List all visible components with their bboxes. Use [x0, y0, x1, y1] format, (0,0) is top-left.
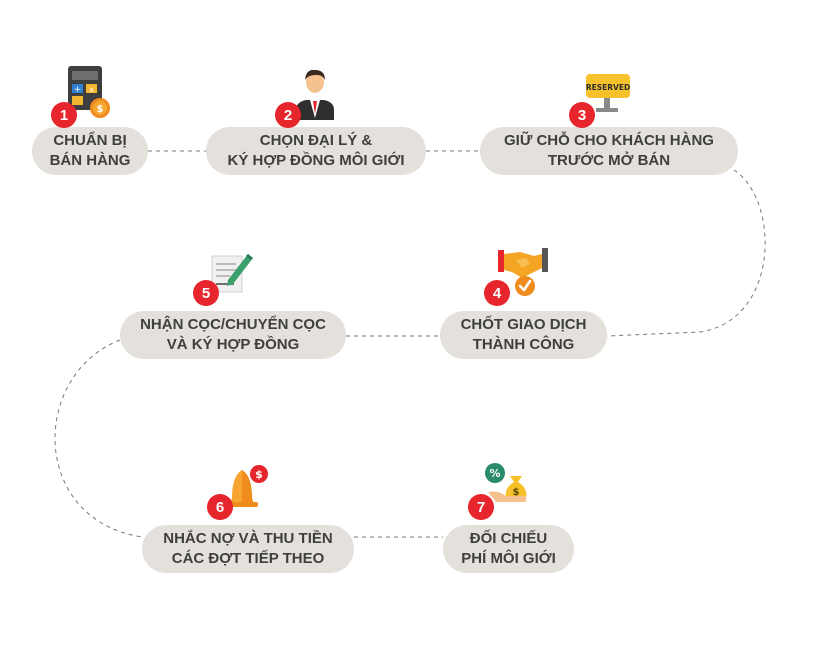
step-2-number-badge: 2 — [275, 102, 301, 128]
step-4-line-1: CHỐT GIAO DỊCH — [460, 316, 587, 333]
step-5-label: NHẬN CỌC/CHUYỂN CỌC VÀ KÝ HỢP ĐỒNG — [120, 311, 346, 359]
svg-text:$: $ — [255, 468, 263, 481]
step-7-label: ĐỐI CHIẾU PHÍ MÔI GIỚI — [443, 525, 574, 573]
step-6-number-badge: 6 — [207, 494, 233, 520]
reserved-sign-icon: RESERVED — [584, 72, 632, 116]
step-4-label: CHỐT GIAO DỊCH THÀNH CÔNG — [440, 311, 607, 359]
step-1-label: CHUẨN BỊ BÁN HÀNG — [32, 127, 148, 175]
step-4-number-badge: 4 — [484, 280, 510, 306]
step-3-label: GIỮ CHỖ CHO KHÁCH HÀNG TRƯỚC MỞ BÁN — [480, 127, 738, 175]
step-2-line-1: CHỌN ĐẠI LÝ & — [259, 132, 373, 149]
step-3-number-badge: 3 — [569, 102, 595, 128]
step-1-line-2: BÁN HÀNG — [49, 152, 131, 169]
bell-dollar-icon: $ — [224, 462, 272, 512]
calculator-coin-icon: + x $ — [64, 66, 116, 118]
svg-text:+: + — [74, 85, 82, 95]
step-5-line-2: VÀ KÝ HỢP ĐỒNG — [166, 336, 300, 353]
step-2-label: CHỌN ĐẠI LÝ & KÝ HỢP ĐỒNG MÔI GIỚI — [206, 127, 426, 175]
step-1-line-1: CHUẨN BỊ — [53, 132, 127, 149]
step-7-line-2: PHÍ MÔI GIỚI — [461, 550, 556, 567]
step-6-line-1: NHẮC NỢ VÀ THU TIỀN — [163, 530, 333, 547]
connector-3-4 — [606, 169, 766, 337]
svg-text:$: $ — [97, 104, 104, 115]
svg-text:x: x — [89, 85, 94, 94]
svg-text:%: % — [489, 467, 500, 480]
step-7-number-badge: 7 — [468, 494, 494, 520]
step-2-line-2: KÝ HỢP ĐỒNG MÔI GIỚI — [227, 152, 405, 169]
step-5-number-badge: 5 — [193, 280, 219, 306]
svg-text:RESERVED: RESERVED — [586, 83, 630, 92]
step-6-line-2: CÁC ĐỢT TIẾP THEO — [171, 550, 325, 567]
connector-5-6 — [54, 339, 143, 538]
step-1-number-badge: 1 — [51, 102, 77, 128]
percent-money-bag-icon: % $ — [484, 462, 532, 504]
businessman-icon — [292, 68, 338, 120]
step-4-line-2: THÀNH CÔNG — [472, 336, 575, 353]
contract-pen-icon — [208, 250, 254, 294]
svg-text:$: $ — [513, 487, 520, 498]
step-6-label: NHẮC NỢ VÀ THU TIỀN CÁC ĐỢT TIẾP THEO — [142, 525, 354, 573]
step-5-line-1: NHẬN CỌC/CHUYỂN CỌC — [140, 316, 326, 333]
handshake-check-icon — [498, 246, 550, 300]
step-3-line-1: GIỮ CHỖ CHO KHÁCH HÀNG — [504, 132, 714, 149]
step-3-line-2: TRƯỚC MỞ BÁN — [547, 152, 671, 169]
step-7-line-1: ĐỐI CHIẾU — [469, 530, 548, 547]
